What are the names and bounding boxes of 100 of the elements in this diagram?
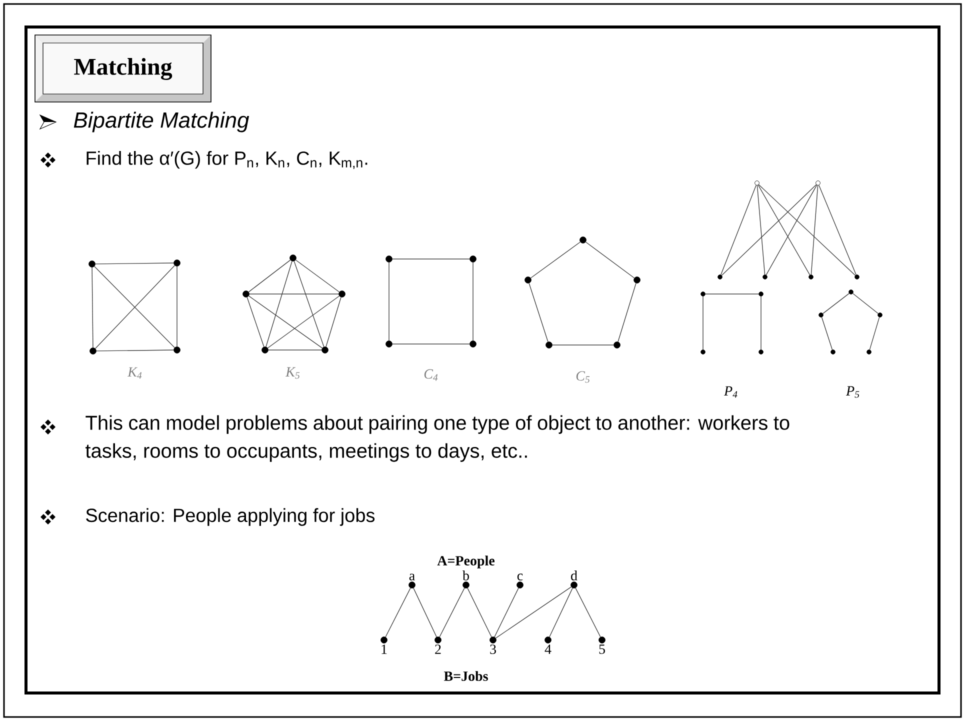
vertex [290, 254, 296, 262]
vertex: 1 [380, 636, 388, 654]
node-label: c [517, 574, 523, 580]
graph-edge [821, 316, 833, 350]
graph-edge [852, 293, 878, 314]
graph-edge [494, 588, 519, 638]
graph-edge [766, 184, 818, 276]
graph-edge [246, 296, 264, 348]
graph-edge [549, 588, 573, 638]
title-box: Matching [34, 34, 212, 102]
vertex [816, 180, 820, 186]
graph-edge [760, 296, 762, 350]
node-label: 3 [490, 644, 496, 654]
set-label: A=People [437, 556, 495, 568]
set-label: B=Jobs [444, 671, 488, 681]
subheading: Bipartite Matching [74, 112, 250, 132]
graph-edge [810, 185, 818, 275]
graph-edge [756, 185, 766, 275]
graph-edge [822, 293, 850, 314]
graph-edge [248, 260, 291, 292]
node-label: 4 [544, 644, 552, 654]
vertex [386, 256, 392, 262]
graph-edge [294, 260, 324, 348]
vertex [88, 260, 96, 268]
vertex [762, 274, 768, 280]
graph-edge [721, 184, 817, 276]
graph-label: P$_{5}$ [846, 386, 860, 398]
graph-edge [388, 262, 390, 341]
graph-edge [618, 282, 636, 342]
vertex [634, 276, 640, 284]
graph-edge [758, 184, 856, 276]
graph-edge [439, 588, 465, 638]
graph-edge [530, 242, 581, 278]
vertex: c [516, 574, 524, 588]
vertex [878, 312, 882, 318]
vertex [854, 274, 860, 280]
graph-edge [472, 262, 474, 341]
vertex [174, 346, 180, 354]
graph-label: K$_{5}$ [285, 367, 300, 379]
node-label: 1 [382, 644, 387, 654]
vertex [242, 290, 250, 298]
graph-edge [552, 344, 614, 346]
node-label: b [462, 570, 469, 580]
vertex [758, 350, 764, 354]
vertex: a [408, 574, 416, 588]
node-label: d [571, 570, 578, 580]
graph-edge [702, 296, 704, 350]
graph-edge [585, 242, 635, 278]
vertex [338, 290, 346, 298]
graph-edge [96, 350, 174, 352]
vertex: d [570, 570, 578, 588]
graph-label: C$_{5}$ [576, 371, 590, 383]
graph-label: C$_{4}$ [424, 369, 438, 381]
graph-label: P$_{4}$ [724, 386, 738, 398]
node-label: 2 [435, 644, 441, 654]
node-label: 5 [599, 644, 605, 654]
vertex: 5 [598, 636, 606, 654]
vertex [700, 350, 706, 354]
vertex [322, 346, 328, 354]
vertex [700, 292, 706, 296]
graph-edge [392, 258, 470, 260]
graph-edge [413, 588, 437, 638]
vertex [386, 340, 392, 348]
graph-edge [95, 262, 174, 264]
vertex [470, 340, 476, 348]
graph-edge [528, 282, 548, 342]
graph-edge [266, 260, 292, 348]
node-label: a [409, 574, 415, 580]
graph-label: K$_{4}$ [127, 367, 142, 379]
graph-edge [818, 184, 856, 276]
vertex [174, 260, 180, 266]
vertex [470, 256, 476, 262]
bullet-text: Scenario: People applying for jobs [86, 508, 375, 526]
graph-edge [326, 296, 342, 348]
graph-edge [869, 316, 880, 350]
graph-edge [295, 260, 340, 292]
vertex [808, 274, 814, 280]
vertex: 3 [490, 636, 496, 654]
vertex [818, 312, 824, 318]
graph-edge [92, 267, 94, 348]
graph-edge [267, 296, 340, 348]
vertex: 4 [544, 636, 552, 654]
graph-edge [495, 586, 572, 638]
vertex [546, 342, 552, 348]
graph-edge [385, 588, 411, 638]
graph-edge [248, 296, 323, 348]
vertex [718, 274, 722, 280]
vertex [830, 350, 836, 354]
vertex: 2 [434, 636, 442, 654]
graph-edge [467, 588, 492, 638]
vertex [758, 292, 764, 296]
vertex [262, 346, 268, 354]
vertex [848, 290, 854, 294]
vertex [866, 350, 872, 354]
graph-edge [176, 266, 178, 347]
graph-edge [720, 184, 756, 276]
bullet-text: Find the α′(G) for P$_{n}$, K$_{n}$, C$_{n}$, K$_{m,n}$. [86, 150, 368, 170]
vertex [90, 348, 96, 354]
vertex [754, 180, 760, 186]
vertex [524, 276, 532, 284]
